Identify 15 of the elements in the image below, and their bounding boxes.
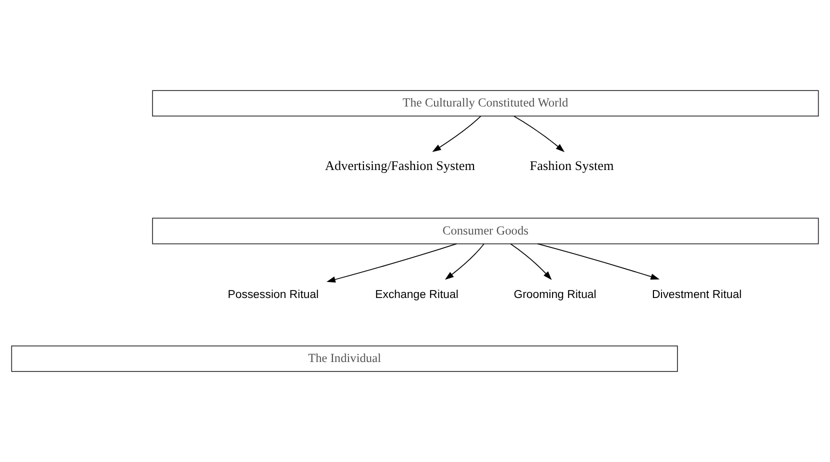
arrow — [537, 243, 660, 280]
arrow — [432, 116, 482, 152]
arrow — [513, 116, 565, 152]
node-box: Consumer Goods — [152, 218, 819, 244]
node-text: Advertising/Fashion System — [325, 158, 476, 174]
node-text: Divestment Ritual — [652, 288, 742, 301]
node-box: The Individual — [11, 346, 678, 372]
arrow — [510, 243, 552, 280]
node-text: Fashion System — [530, 158, 614, 174]
node-text: Exchange Ritual — [375, 288, 458, 301]
node-box: The Culturally Constituted World — [152, 90, 819, 116]
arrow — [444, 243, 484, 280]
arrow — [326, 243, 457, 283]
node-text: Grooming Ritual — [514, 288, 596, 301]
node-text: Possession Ritual — [228, 288, 319, 301]
